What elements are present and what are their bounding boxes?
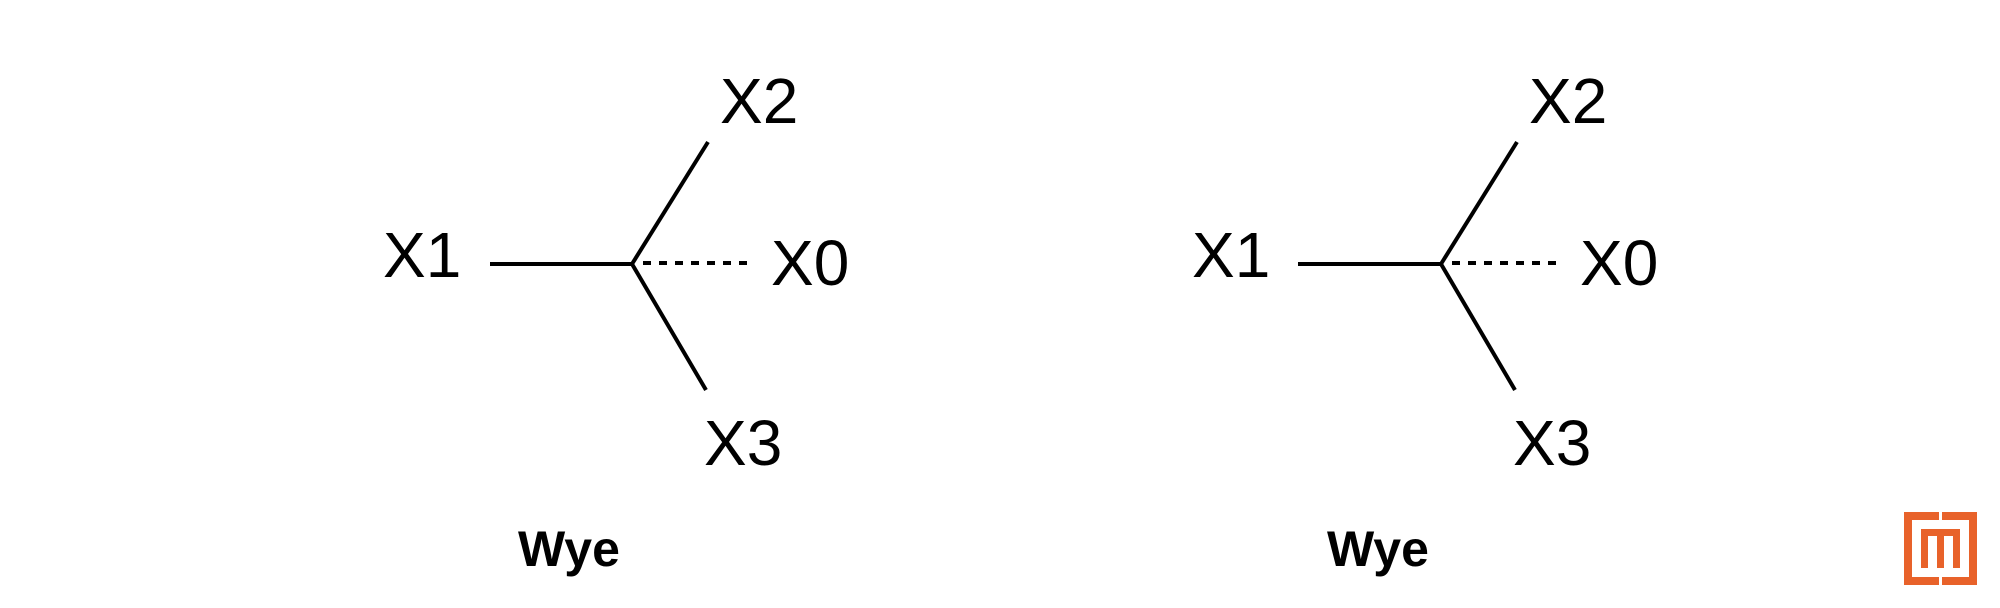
label-x2: X2: [1529, 65, 1607, 137]
label-x2: X2: [720, 65, 798, 137]
wye-diagram-left: X1 X2 X0 X3 Wye: [383, 65, 849, 577]
mathworks-m-icon: [1904, 512, 1977, 585]
x2-winding-line: [630, 140, 710, 266]
x2-winding-line: [1439, 140, 1519, 266]
diagram-caption: Wye: [518, 521, 620, 577]
diagram-caption: Wye: [1327, 521, 1429, 577]
wye-diagram-right: X1 X2 X0 X3 Wye: [1192, 65, 1658, 577]
label-x0: X0: [1580, 227, 1658, 299]
x3-winding-line: [1439, 262, 1517, 392]
label-x0: X0: [771, 227, 849, 299]
label-x1: X1: [383, 219, 461, 291]
x3-winding-line: [630, 262, 708, 392]
label-x3: X3: [704, 407, 782, 479]
label-x1: X1: [1192, 219, 1270, 291]
label-x3: X3: [1513, 407, 1591, 479]
